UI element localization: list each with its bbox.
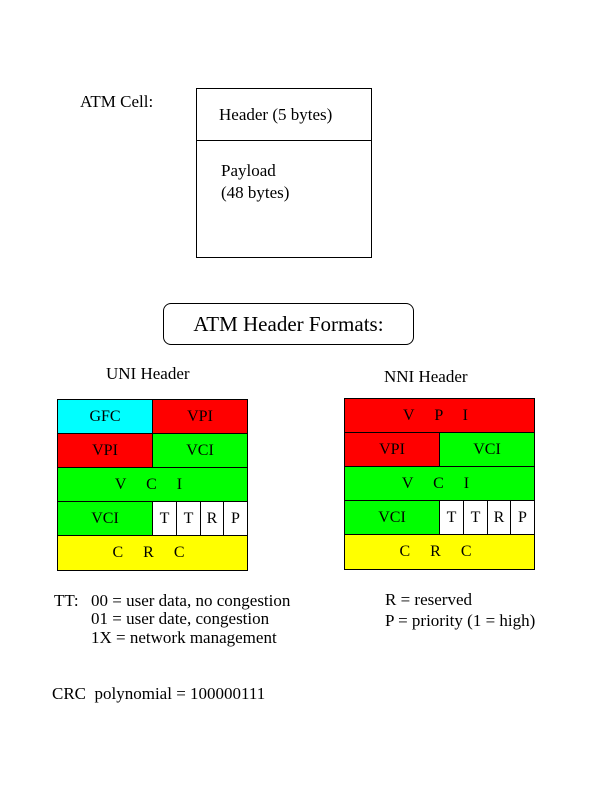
nni-header-grid: V P I VPI VCI V C I VCI T T R P C R C bbox=[344, 398, 535, 570]
uni-vpi-top-field: VPI bbox=[152, 399, 248, 434]
header-formats-title: ATM Header Formats: bbox=[163, 303, 414, 345]
atm-cell-label: ATM Cell: bbox=[80, 92, 154, 111]
uni-vci-left-field: VCI bbox=[57, 501, 153, 536]
tt-note-1x: 1X = network management bbox=[91, 628, 277, 647]
uni-header-title: UNI Header bbox=[106, 364, 190, 383]
tt-note-01: 01 = user date, congestion bbox=[91, 609, 270, 628]
uni-t2-bit: T bbox=[176, 501, 201, 536]
atm-cell-box: Header (5 bytes) Payload (48 bytes) bbox=[196, 88, 372, 258]
p-bit-note: P = priority (1 = high) bbox=[385, 611, 536, 630]
nni-r-bit: R bbox=[487, 500, 511, 535]
uni-crc-field: C R C bbox=[57, 535, 248, 571]
uni-r-bit: R bbox=[200, 501, 224, 536]
uni-vci-right-field: VCI bbox=[152, 433, 248, 468]
cell-header-label: Header (5 bytes) bbox=[219, 105, 333, 124]
uni-vci-full-field: V C I bbox=[57, 467, 248, 502]
uni-p-bit: P bbox=[223, 501, 248, 536]
cell-payload-size: (48 bytes) bbox=[221, 183, 290, 202]
uni-t1-bit: T bbox=[152, 501, 177, 536]
nni-header-title: NNI Header bbox=[384, 367, 468, 386]
cell-divider bbox=[197, 140, 371, 141]
nni-vci-right-field: VCI bbox=[439, 432, 535, 467]
nni-vci-full-field: V C I bbox=[344, 466, 535, 501]
nni-t1-bit: T bbox=[439, 500, 464, 535]
uni-gfc-field: GFC bbox=[57, 399, 153, 434]
tt-note-00: 00 = user data, no congestion bbox=[91, 591, 291, 610]
crc-polynomial-note: CRC polynomial = 100000111 bbox=[52, 684, 266, 703]
nni-crc-field: C R C bbox=[344, 534, 535, 570]
cell-payload-label: Payload bbox=[221, 161, 276, 180]
nni-vpi-field: VPI bbox=[344, 432, 440, 467]
nni-vci-left-field: VCI bbox=[344, 500, 440, 535]
nni-p-bit: P bbox=[510, 500, 535, 535]
nni-vpi-full-field: V P I bbox=[344, 398, 535, 433]
tt-label: TT: bbox=[54, 591, 79, 610]
r-bit-note: R = reserved bbox=[385, 590, 473, 609]
uni-vpi-field: VPI bbox=[57, 433, 153, 468]
uni-header-grid: GFC VPI VPI VCI V C I VCI T T R P C R C bbox=[57, 399, 248, 571]
nni-t2-bit: T bbox=[463, 500, 488, 535]
